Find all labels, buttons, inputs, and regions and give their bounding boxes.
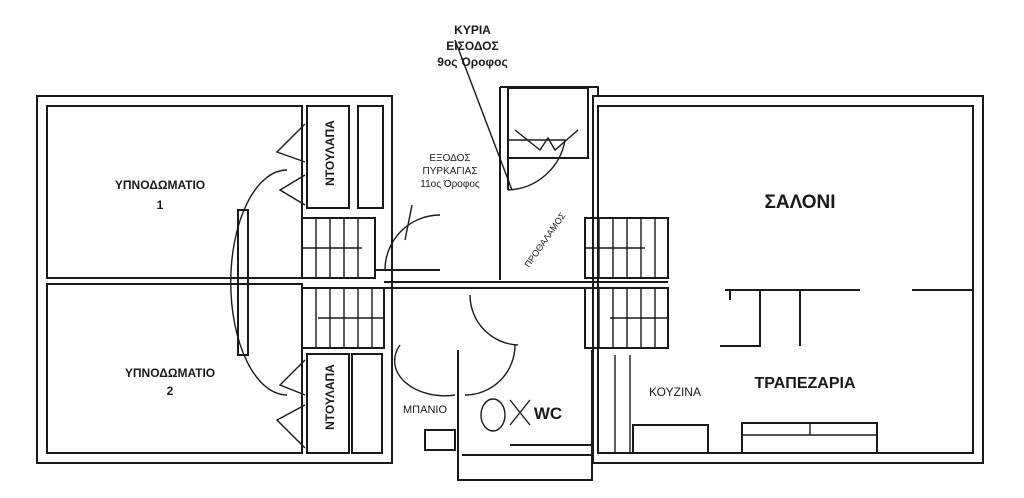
bathroom-label: ΜΠΑΝΙΟ [403, 404, 447, 416]
bathroom-area [351, 294, 593, 481]
fire-exit-line2: ΠΥΡΚΑΓΙΑΣ [422, 166, 478, 177]
living-room-label: ΣΑΛΟΝΙ [764, 192, 836, 213]
outer-walls [36, 86, 984, 464]
closets [230, 105, 384, 454]
wc-label: WC [533, 404, 563, 423]
fire-exit-line1: ΕΞΟΔΟΣ [429, 153, 471, 164]
main-entrance-line2: ΕΙΣΟΔΟΣ [446, 39, 499, 53]
bedroom1-name: ΥΠΝΟΔΩΜΑΤΙΟ [114, 178, 206, 192]
bedroom2-name: ΥΠΝΟΔΩΜΑΤΙΟ [124, 366, 216, 380]
dining-room-label: ΤΡΑΠΕΖΑΡΙΑ [754, 375, 856, 392]
entrance-pointer [454, 39, 513, 191]
main-entrance-line1: ΚΥΡΙΑ [454, 23, 491, 37]
fire-exit-label: ΕΞΟΔΟΣ ΠΥΡΚΑΓΙΑΣ 11ος Όροφος [405, 152, 495, 191]
bedroom1-label: ΥΠΝΟΔΩΜΑΤΙΟ 1 [70, 175, 250, 215]
closet1-label: ΝΤΟΥΛΑΠΑ [323, 120, 337, 186]
bedroom1-number: 1 [156, 198, 164, 212]
corridor-wall [375, 87, 668, 289]
main-entrance-label: ΚΥΡΙΑ ΕΙΣΟΔΟΣ 9ος Όροφος [420, 22, 525, 70]
kitchen-label: ΚΟΥΖΙΝΑ [649, 385, 701, 399]
bedroom2-number: 2 [166, 384, 174, 398]
bedroom2-label: ΥΠΝΟΔΩΜΑΤΙΟ 2 [80, 364, 260, 400]
living-area [404, 39, 973, 454]
closet2-label: ΝΤΟΥΛΑΠΑ [323, 364, 337, 430]
fire-exit-pointer [404, 204, 413, 241]
fire-exit-line3: 11ος Όροφος [420, 179, 480, 190]
main-entrance-line3: 9ος Όροφος [437, 55, 508, 69]
